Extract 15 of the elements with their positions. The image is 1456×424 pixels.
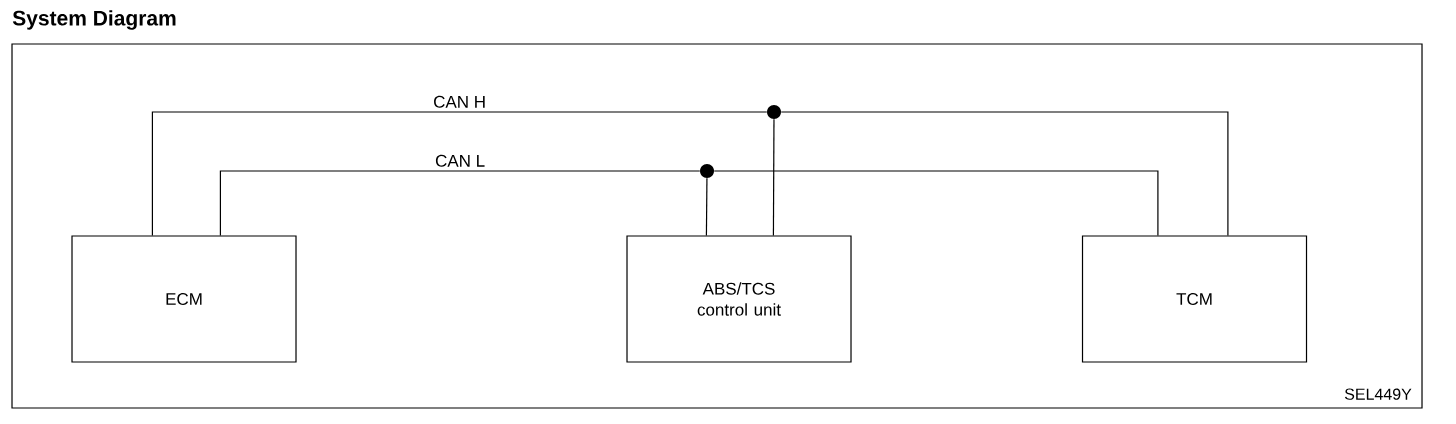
wire	[713, 170, 1159, 236]
wire	[151, 111, 768, 236]
wire	[705, 177, 708, 236]
edge-label: CAN H	[432, 94, 488, 109]
control-unit-box: TCM	[1081, 235, 1308, 363]
wire	[780, 111, 1229, 236]
control-unit-box: ECM	[71, 235, 297, 363]
figure-code: SEL449Y	[1344, 388, 1412, 400]
title: System Diagram	[12, 10, 176, 30]
junction-dot	[700, 164, 714, 178]
wire	[219, 170, 701, 236]
wire	[772, 118, 775, 236]
junction-dot	[767, 105, 781, 119]
control-unit-box: ABS/TCS control unit	[626, 235, 852, 363]
edge-label: CAN L	[434, 153, 487, 168]
